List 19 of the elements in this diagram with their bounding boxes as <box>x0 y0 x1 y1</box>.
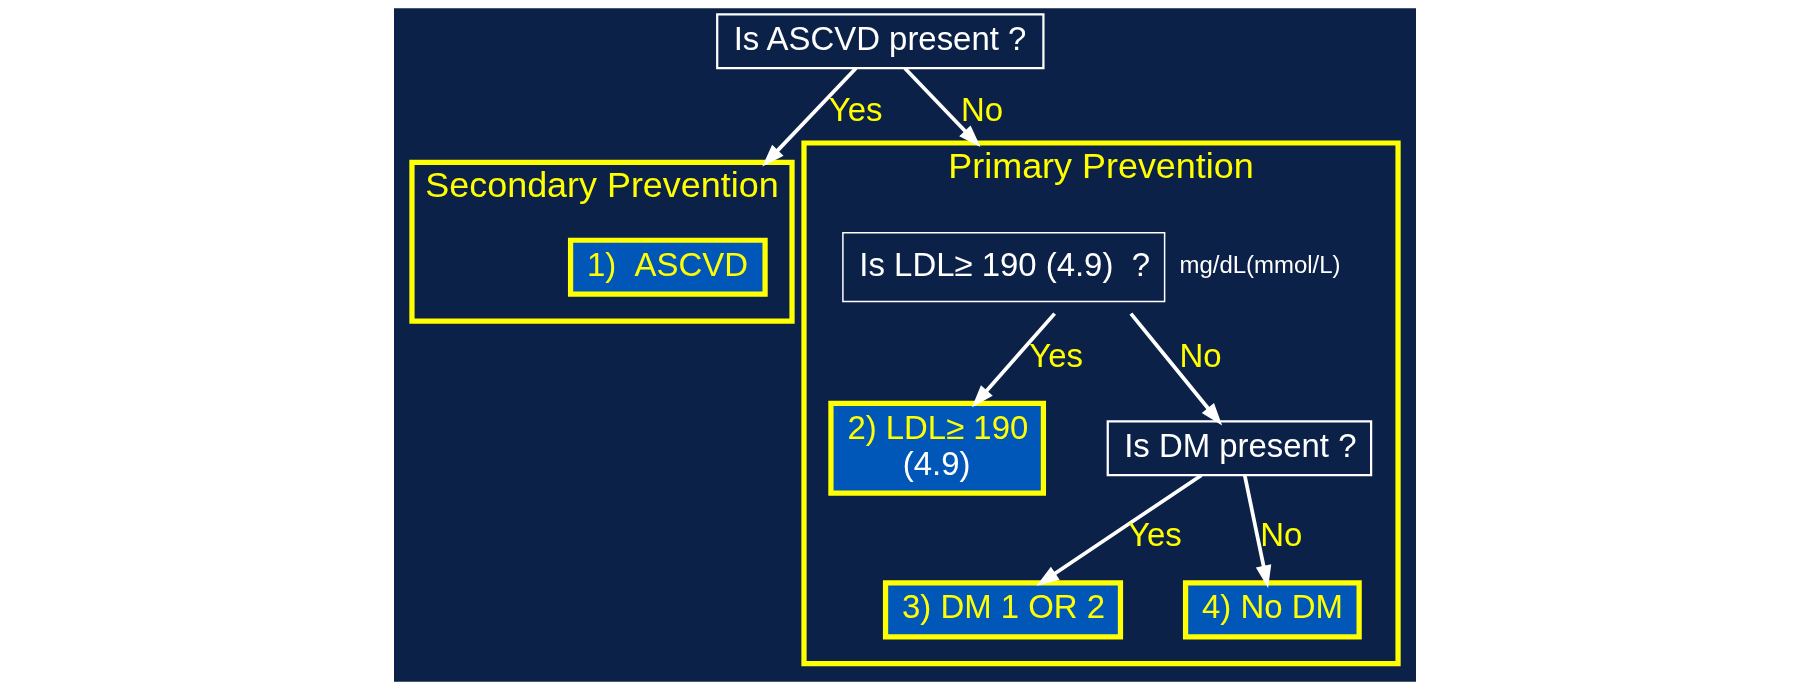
edge-label: Yes <box>1127 516 1182 554</box>
node-box: Is ASCVD present ? <box>715 13 1045 70</box>
node-box: 2) LDL≥ 190 (4.9) <box>827 400 1046 496</box>
edge-label: Yes <box>828 91 882 129</box>
node-label: mg/dL(mmol/L) <box>1179 250 1341 278</box>
arrow <box>1036 473 1202 586</box>
edge-label: No <box>1259 516 1302 554</box>
node-box: Is DM present ? <box>1106 420 1372 477</box>
arrow <box>1128 312 1222 426</box>
edge-label: No <box>1178 336 1222 374</box>
node-box: 3) DM 1 OR 2 <box>882 580 1123 640</box>
arrow <box>1242 474 1271 588</box>
node-box: 1) ASCVD <box>567 237 768 297</box>
edge-label: Yes <box>1028 336 1083 374</box>
node-box: 4) No DM <box>1182 580 1362 640</box>
arrow <box>903 67 980 148</box>
arrow <box>971 312 1056 408</box>
edge-label: No <box>960 91 1003 129</box>
arrow <box>761 67 857 167</box>
